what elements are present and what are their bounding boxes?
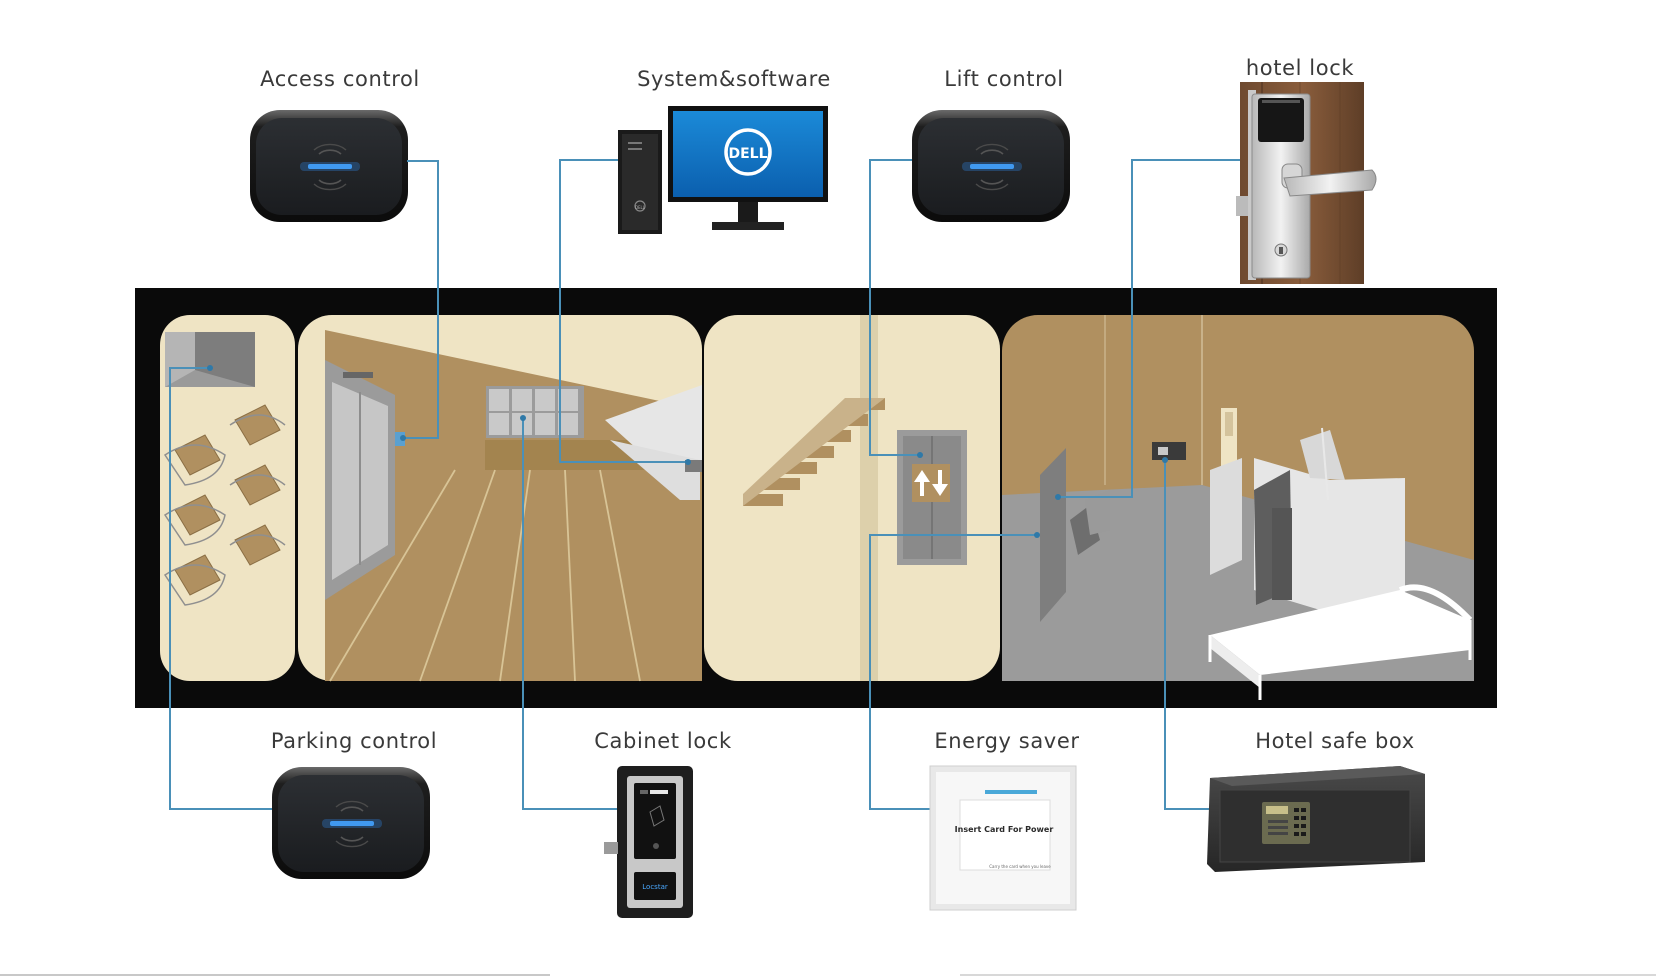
parking-control-reader-icon [271, 766, 431, 880]
tower-dell-logo: DELL [635, 205, 646, 210]
bottom-divider-right [960, 974, 1656, 976]
label-parking-control: Parking control [271, 729, 437, 753]
guest-room-panel [1002, 315, 1474, 700]
label-energy-saver: Energy saver [934, 729, 1079, 753]
cabinet-lock-icon: Locstar [604, 766, 693, 918]
parking-panel [160, 315, 295, 681]
bottom-divider-left [0, 974, 550, 976]
label-hotel-safe-box: Hotel safe box [1255, 729, 1414, 753]
label-hotel-lock: hotel lock [1246, 56, 1354, 80]
monitor-dell-logo: DELL [728, 146, 767, 162]
cabinet-brand-text: Locstar [642, 883, 668, 891]
energy-saver-switch-icon: Insert Card For Power Carry the card whe… [929, 765, 1077, 911]
lobby-panel [298, 315, 702, 682]
connection-lines [169, 159, 1240, 810]
lift-control-reader-icon [911, 109, 1071, 223]
safe-box-icon [1207, 766, 1425, 872]
energy-saver-sub-text: Carry the card when you leave [989, 864, 1051, 869]
hotel-door-lock-icon [1236, 82, 1377, 284]
label-access-control: Access control [260, 67, 420, 91]
label-cabinet-lock: Cabinet lock [594, 729, 732, 753]
label-system-software: System&software [637, 67, 831, 91]
connection-dots [207, 365, 1168, 538]
access-control-reader-icon [249, 109, 409, 223]
lift-panel [704, 315, 1000, 681]
desktop-computer-icon: DELL DELL [618, 106, 828, 234]
energy-saver-main-text: Insert Card For Power [955, 825, 1054, 834]
up-down-arrows-icon [914, 470, 948, 496]
label-lift-control: Lift control [944, 67, 1063, 91]
